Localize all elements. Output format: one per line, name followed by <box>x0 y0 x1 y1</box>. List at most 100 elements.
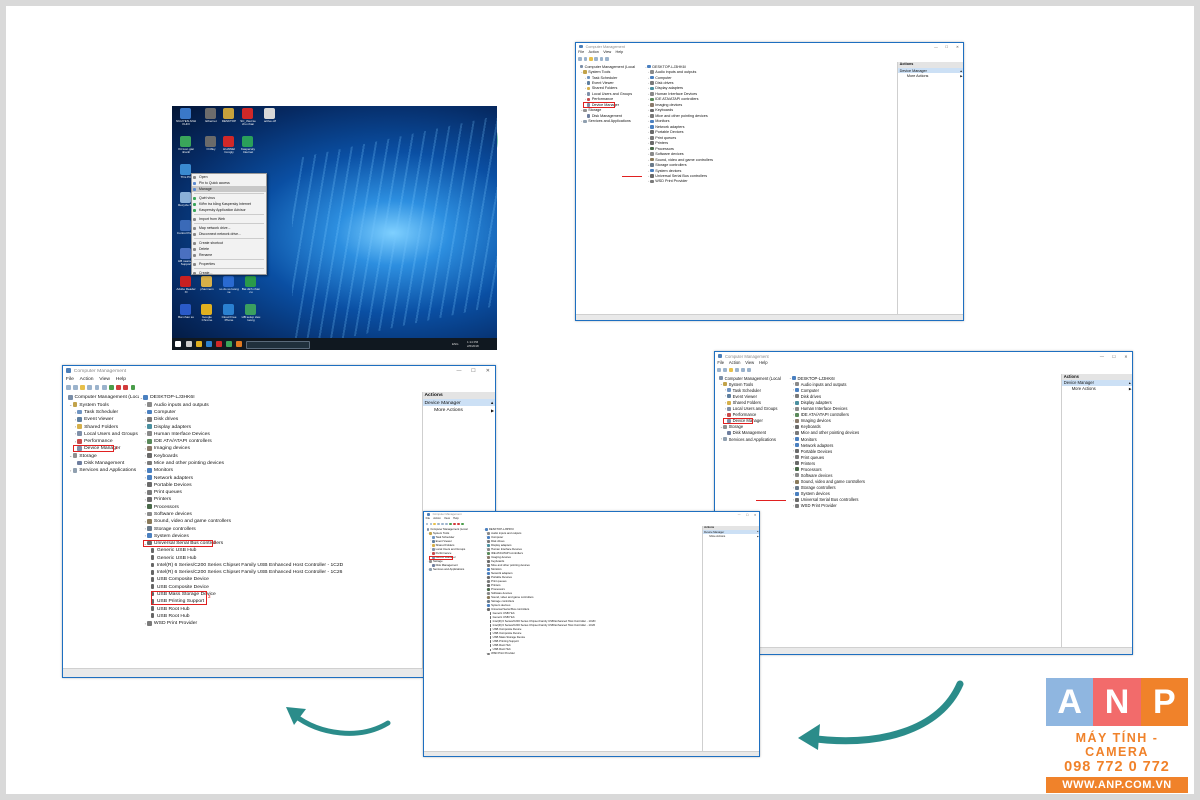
expand-icon[interactable]: › <box>648 157 650 162</box>
window-title-bar[interactable]: Computer Management—☐✕ <box>576 43 963 51</box>
device-category-audio-inputs-and-outputs[interactable]: ›Audio inputs and outputs <box>788 381 1061 387</box>
device-category-printers[interactable]: ›Printers <box>139 496 422 503</box>
tree-item-event-viewer[interactable]: ›Event Viewer <box>715 393 788 399</box>
tree-item-shared-folders[interactable]: ›Shared Folders <box>63 423 139 430</box>
more-actions[interactable]: More Actions▶ <box>423 406 495 413</box>
expand-icon[interactable]: › <box>74 431 77 437</box>
forward-icon[interactable] <box>583 57 588 61</box>
expand-icon[interactable]: › <box>648 75 650 80</box>
expand-icon[interactable]: › <box>584 86 586 91</box>
usb-device-item[interactable]: USB Mass Storage Device <box>139 590 422 597</box>
menu-view[interactable]: View <box>444 517 450 521</box>
expand-icon[interactable]: › <box>144 402 146 408</box>
expand-icon[interactable]: › <box>793 455 795 460</box>
expand-icon[interactable]: › <box>485 552 487 555</box>
actions-device-manager[interactable]: Device Manager▲ <box>703 530 759 535</box>
expand-icon[interactable]: › <box>793 461 795 466</box>
context-menu-item[interactable]: Create... <box>192 270 266 276</box>
expand-icon[interactable]: › <box>430 544 432 547</box>
tree-item-computer-management-local[interactable]: Computer Management (Local <box>576 64 644 69</box>
device-category-imaging-devices[interactable]: ›Imaging devices <box>644 102 897 107</box>
context-menu-item[interactable]: Kiểm tra bằng Kaspersky Internet <box>192 201 266 207</box>
expand-icon[interactable]: › <box>485 536 487 539</box>
collapse-icon[interactable]: ⌄ <box>68 402 73 408</box>
expand-icon[interactable]: › <box>793 467 795 472</box>
help-icon[interactable] <box>94 385 100 390</box>
device-category-mice-and-other-pointing-devices[interactable]: ›Mice and other pointing devices <box>788 430 1061 436</box>
expand-icon[interactable]: › <box>144 409 146 415</box>
device-category-universal-serial-bus-controllers[interactable]: ⌄Universal Serial Bus controllers <box>483 608 702 612</box>
device-root[interactable]: ⌄DESKTOP-LJ3HK6I <box>788 375 1061 381</box>
view-icon[interactable] <box>101 385 107 390</box>
expand-icon[interactable]: › <box>144 533 146 539</box>
maximize-button[interactable]: ☐ <box>745 513 749 517</box>
tree-item-computer-management-local[interactable]: Computer Management (Local <box>715 375 788 381</box>
more-actions[interactable]: More Actions▶ <box>703 534 759 538</box>
device-category-display-adapters[interactable]: ›Display adapters <box>139 423 422 430</box>
device-category-imaging-devices[interactable]: ›Imaging devices <box>139 445 422 452</box>
device-category-computer[interactable]: ›Computer <box>788 387 1061 393</box>
maximize-button[interactable]: ☐ <box>471 367 476 374</box>
usb-device-item[interactable]: Generic USB Hub <box>483 616 702 620</box>
desktop-icon[interactable] <box>180 164 191 175</box>
expand-icon[interactable]: › <box>74 424 77 430</box>
expand-icon[interactable]: › <box>485 564 487 567</box>
usb-device-item[interactable]: Intel(R) 6 Series/C200 Series Chipset Fa… <box>483 624 702 628</box>
device-category-computer[interactable]: ›Computer <box>483 535 702 539</box>
device-category-human-interface-devices[interactable]: ›Human Interface Devices <box>644 91 897 96</box>
taskbar-app-icon[interactable] <box>226 341 232 347</box>
device-category-storage-controllers[interactable]: ›Storage controllers <box>139 525 422 532</box>
device-category-network-adapters[interactable]: ›Network adapters <box>139 474 422 481</box>
expand-icon[interactable]: › <box>485 532 487 535</box>
expand-icon[interactable]: › <box>144 431 146 437</box>
desktop-icon[interactable] <box>180 220 191 231</box>
menu-file[interactable]: File <box>717 360 725 365</box>
tree-item-storage[interactable]: ⌄Storage <box>424 559 483 563</box>
collapse-icon[interactable]: ⌄ <box>68 453 73 459</box>
device-category-sound-video-and-game-controllers[interactable]: ›Sound, video and game controllers <box>644 157 897 162</box>
expand-icon[interactable]: › <box>485 560 487 563</box>
device-category-portable-devices[interactable]: ›Portable Devices <box>483 576 702 580</box>
expand-icon[interactable]: › <box>648 173 650 178</box>
device-category-ide-ata-atapi-controllers[interactable]: ›IDE ATA/ATAPI controllers <box>483 551 702 555</box>
forward-icon[interactable] <box>73 385 78 390</box>
expand-icon[interactable]: › <box>144 518 146 524</box>
more-actions[interactable]: More Actions▶ <box>898 73 963 78</box>
expand-icon[interactable]: › <box>584 75 586 80</box>
expand-icon[interactable]: › <box>648 124 650 129</box>
tree-item-device-manager[interactable]: Device Manager <box>63 445 139 452</box>
usb-device-item[interactable]: USB Root Hub <box>483 644 702 648</box>
tree-item-task-scheduler[interactable]: ›Task Scheduler <box>424 535 483 539</box>
expand-icon[interactable]: › <box>144 496 146 502</box>
expand-icon[interactable]: › <box>584 81 586 86</box>
tree-item-performance[interactable]: ›Performance <box>576 97 644 102</box>
device-category-system-devices[interactable]: ›System devices <box>139 532 422 539</box>
forward-icon[interactable] <box>723 367 728 372</box>
taskbar-search-box[interactable] <box>246 341 310 349</box>
device-root[interactable]: ⌄DESKTOP-LJ3HK6I <box>644 64 897 69</box>
desktop-icon[interactable] <box>180 248 191 259</box>
tree-item-system-tools[interactable]: ⌄System Tools <box>63 401 139 408</box>
close-button[interactable]: ✕ <box>1124 353 1128 359</box>
expand-icon[interactable]: › <box>485 604 487 607</box>
menu-file[interactable]: File <box>65 375 74 382</box>
device-root[interactable]: ⌄DESKTOP-LJ3HK6I <box>139 394 422 401</box>
device-category-wsd-print-provider[interactable]: ›WSD Print Provider <box>483 652 702 656</box>
device-category-network-adapters[interactable]: ›Network adapters <box>483 572 702 576</box>
usb-device-item[interactable]: USB Composite Device <box>139 583 422 590</box>
context-menu-item[interactable]: Rename <box>192 252 266 258</box>
tree-item-local-users-and-groups[interactable]: ›Local Users and Groups <box>63 430 139 437</box>
start-icon[interactable] <box>175 341 181 347</box>
taskbar-app-icon[interactable] <box>196 341 202 347</box>
expand-icon[interactable]: › <box>485 540 487 543</box>
collapse-icon[interactable]: ⌄ <box>580 70 583 75</box>
back-icon[interactable] <box>578 57 582 61</box>
usb-device-item[interactable]: USB Mass Storage Device <box>483 636 702 640</box>
expand-icon[interactable]: › <box>648 81 650 86</box>
usb-device-item[interactable]: USB Printing Support <box>483 640 702 644</box>
collapse-icon[interactable]: ⌄ <box>143 540 147 546</box>
device-category-processors[interactable]: ›Processors <box>644 146 897 151</box>
tree-item-task-scheduler[interactable]: ›Task Scheduler <box>715 387 788 393</box>
minimize-button[interactable]: — <box>934 44 938 49</box>
device-category-storage-controllers[interactable]: ›Storage controllers <box>483 600 702 604</box>
